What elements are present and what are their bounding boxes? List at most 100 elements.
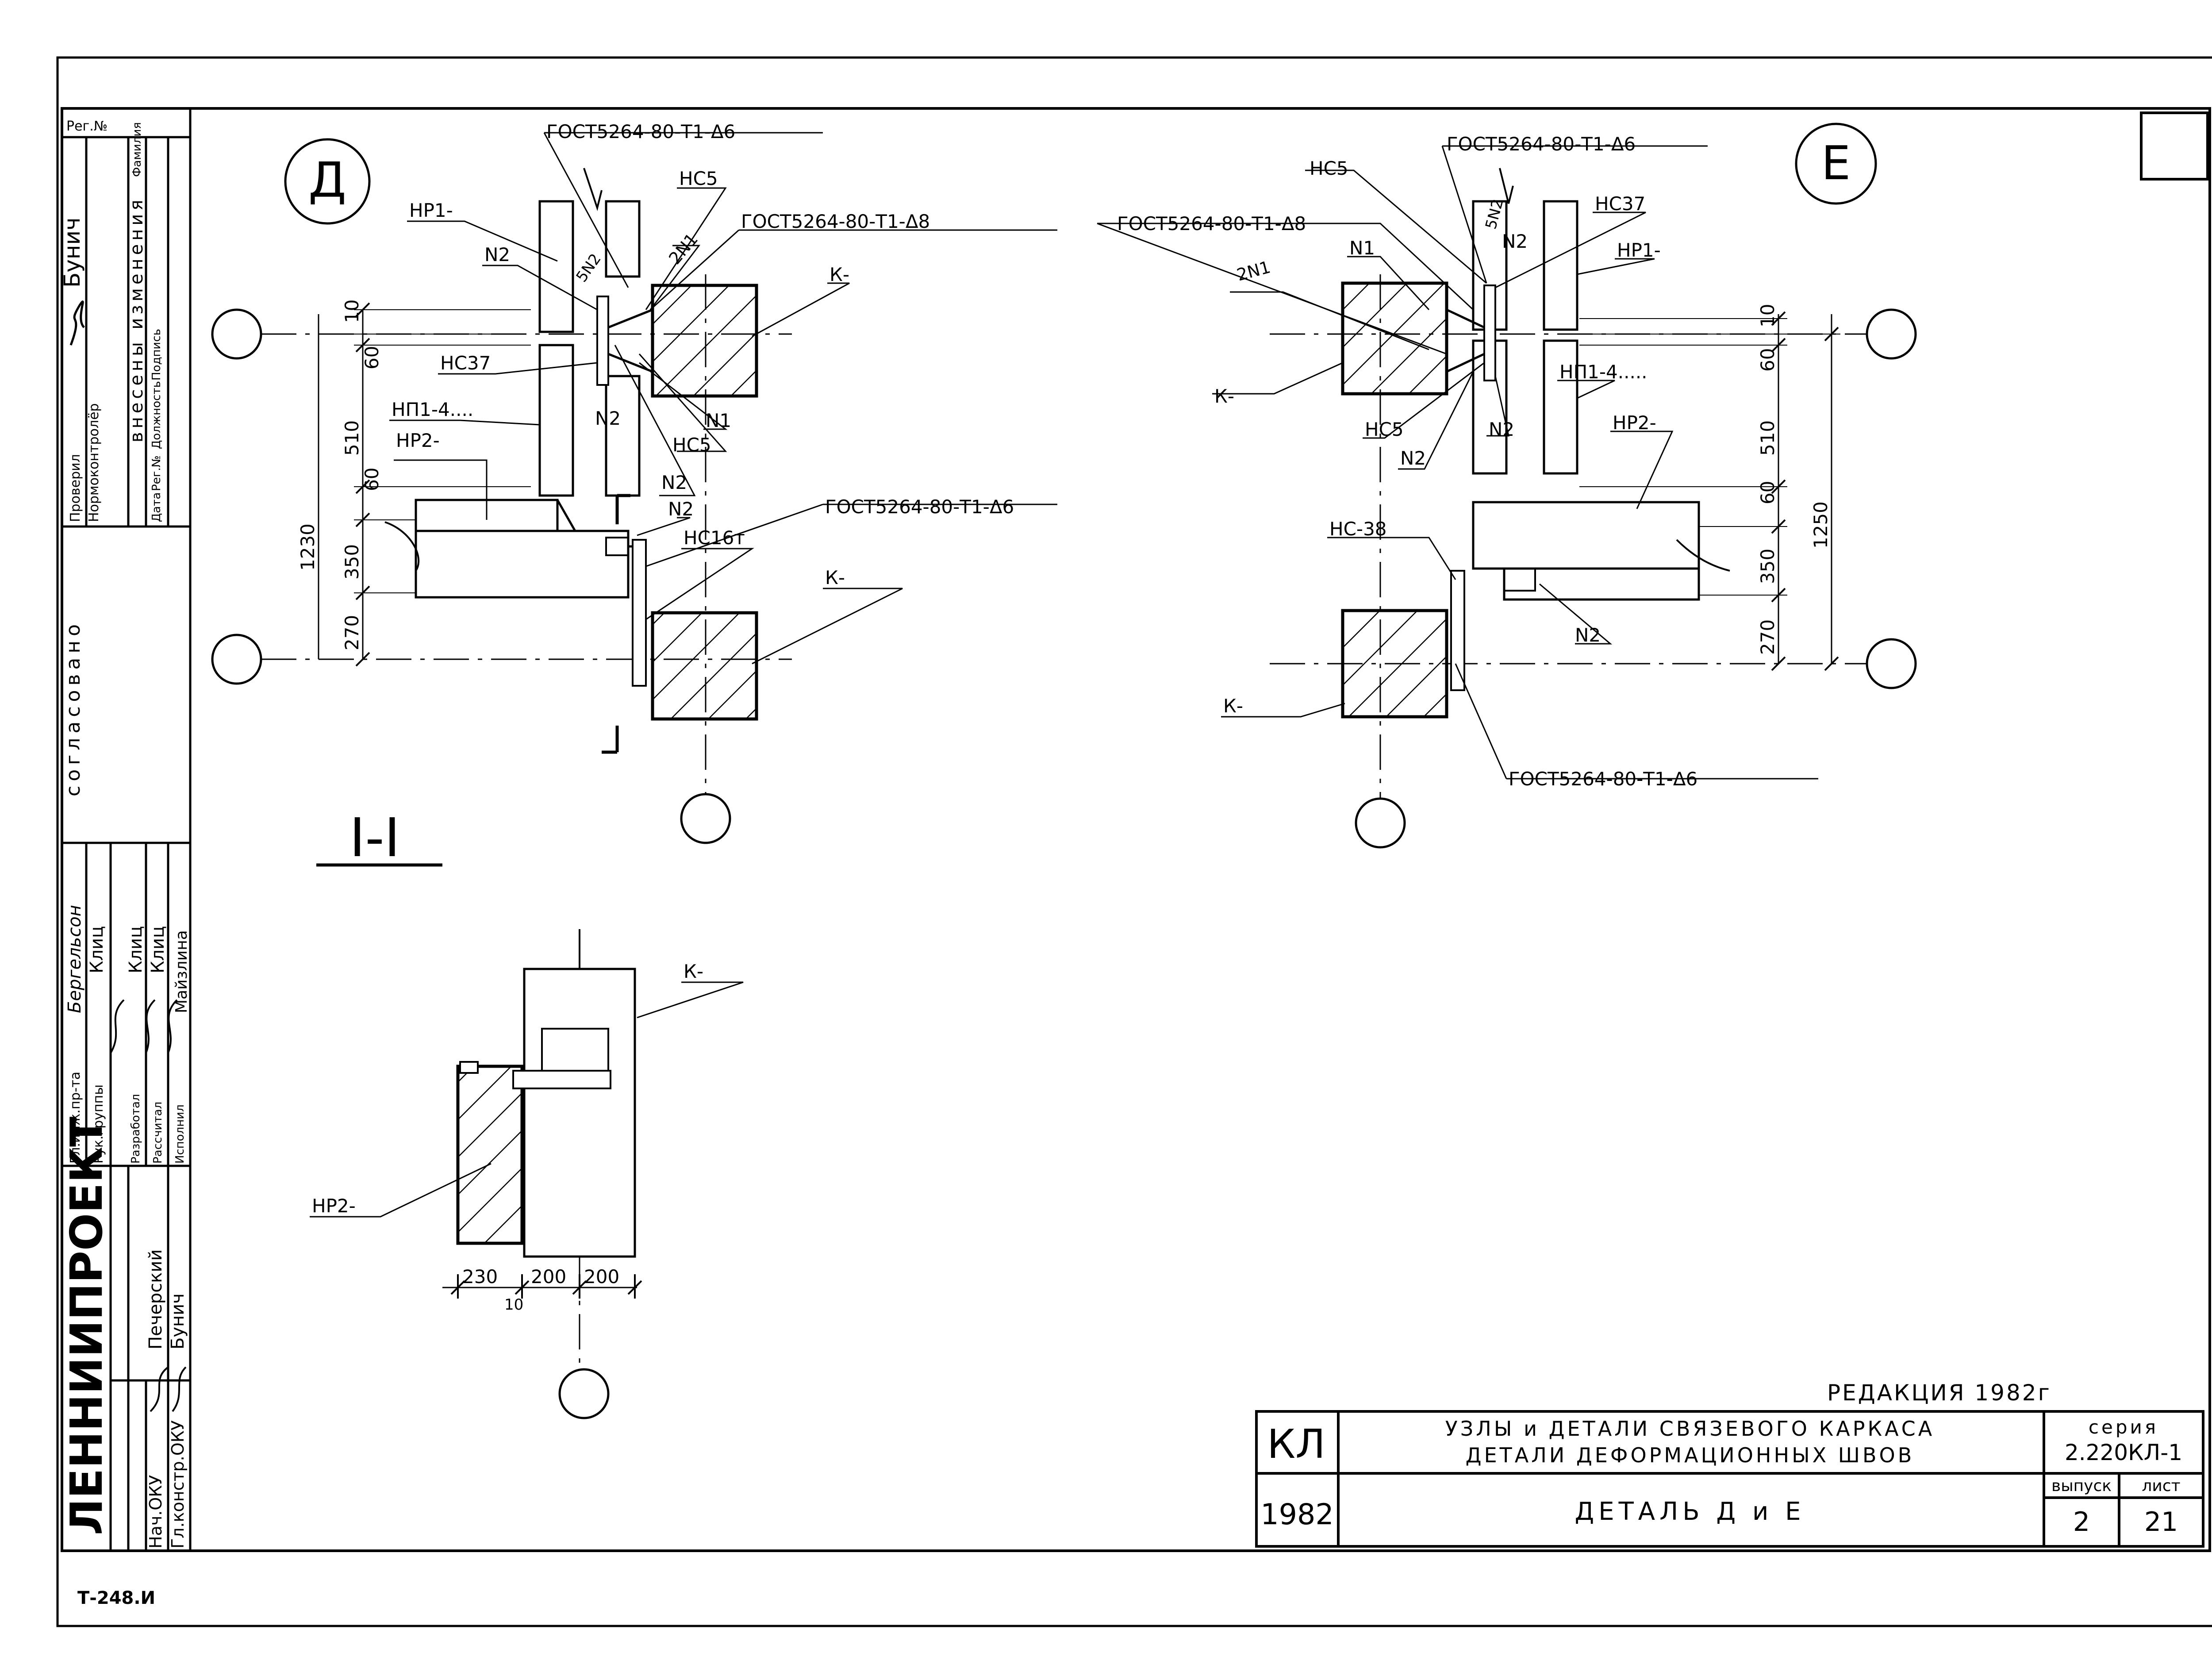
dim-1250: 1250 xyxy=(1810,501,1832,549)
detail-e-marker-circle xyxy=(1795,123,1877,205)
dim-510: 510 xyxy=(341,420,363,456)
issue-label: выпуск xyxy=(2051,1477,2112,1495)
kl: КЛ xyxy=(1267,1421,1325,1468)
label-nc5-bot: НС5 xyxy=(672,434,711,456)
beam-lower xyxy=(415,530,630,599)
label-n2-low: N2 xyxy=(661,472,687,493)
frame-border xyxy=(61,107,2211,1552)
dim-200a: 200 xyxy=(531,1266,566,1288)
beam-lower xyxy=(1503,567,1700,601)
dim-60: 60 xyxy=(361,346,383,369)
detail-e: Е xyxy=(1097,123,1917,849)
surname-label: Фамилия xyxy=(131,122,144,177)
reg-label: Рег.№ xyxy=(66,119,108,134)
dim-350: 350 xyxy=(1757,549,1778,584)
chief-constr-label: Гл.констр.ОКУ xyxy=(168,1420,188,1549)
dim-60b: 60 xyxy=(361,468,383,491)
year: 1982 xyxy=(1260,1498,1333,1531)
dim-510: 510 xyxy=(1757,420,1778,456)
axis-circle xyxy=(1866,308,1917,360)
label-n1: N1 xyxy=(706,410,731,431)
label-2n1: 2N1 xyxy=(1235,257,1273,284)
sheet-value: 21 xyxy=(2144,1507,2178,1537)
outer-border xyxy=(56,56,2212,1627)
normcontrol-label: Нормоконтролёр xyxy=(86,403,102,522)
label-n2-mid: N2 xyxy=(1489,419,1514,440)
column-k-lower xyxy=(1341,609,1448,719)
section-column xyxy=(523,968,636,1258)
label-n1: N1 xyxy=(1349,237,1375,259)
dim-270: 270 xyxy=(1757,619,1778,655)
calculated-label: Рассчитал xyxy=(151,1102,165,1164)
dim-200b: 200 xyxy=(584,1266,619,1288)
sheet-title: ДЕТАЛЬ Д и Е xyxy=(1575,1497,1805,1526)
label-np1: НР1- xyxy=(1617,239,1661,261)
org-name: ЛЕННИИПРОЕКТ xyxy=(61,1117,112,1535)
corner-box xyxy=(2140,111,2209,181)
dim-60b: 60 xyxy=(1757,481,1778,504)
footer-code: Т-248.И xyxy=(77,1588,155,1608)
plate-nc37 xyxy=(596,296,609,386)
changes-label: внесены изменения xyxy=(127,196,147,442)
label-np2: НР2- xyxy=(396,430,440,451)
date-label: Дата xyxy=(150,492,163,522)
detail-e-marker: Е xyxy=(1821,136,1851,190)
column-k-lower xyxy=(651,611,758,721)
label-nc5-bot: НС5 xyxy=(1365,419,1404,440)
label-nc16: НС16т xyxy=(684,527,745,549)
panel-np1-upper xyxy=(538,200,574,333)
signature-label: Подпись xyxy=(150,329,163,381)
group-head-label: Рук.группы xyxy=(91,1084,106,1164)
calculated-name: Клиц xyxy=(148,926,168,973)
label-k-upper: К- xyxy=(830,264,849,285)
label-n2-low: N2 xyxy=(1400,447,1426,469)
label-n2-top: N2 xyxy=(1502,231,1528,252)
agreed-label: согласовано xyxy=(62,620,84,796)
bottom-signatures xyxy=(150,1366,187,1412)
developed-name: Клиц xyxy=(126,926,146,973)
section-label-k: К- xyxy=(684,961,703,982)
detail-d-marker-circle xyxy=(284,138,371,225)
axis-circle xyxy=(211,308,262,360)
dim-10: 10 xyxy=(504,1296,523,1314)
plate-nc16 xyxy=(632,539,647,687)
dim-270: 270 xyxy=(341,615,363,650)
label-k-lower: К- xyxy=(1223,695,1243,717)
group-head-name: Клиц xyxy=(87,926,107,973)
axis-circle xyxy=(1866,638,1917,689)
position-label: Должность xyxy=(150,381,163,449)
label-k-lower: К- xyxy=(825,567,845,588)
checked-label: Проверил xyxy=(68,454,83,522)
label-nc5-top: НС5 xyxy=(679,168,718,189)
label-n2-beam: N2 xyxy=(668,498,694,520)
label-nc37: НС37 xyxy=(1595,193,1645,215)
chief-eng-label: Гл.инж.пр-та xyxy=(68,1072,83,1164)
detail-d-marker: Д xyxy=(308,152,346,208)
series-label: серия xyxy=(2089,1416,2158,1438)
title-line2: ДЕТАЛИ ДЕФОРМАЦИОННЫХ ШВОВ xyxy=(1466,1443,1915,1467)
sheet-label: лист xyxy=(2142,1477,2180,1495)
chief-constr-name: Бунич xyxy=(168,1293,188,1349)
label-n2: N2 xyxy=(484,244,510,265)
gost-top: ГОСТ5264-80-Т1-Δ6 xyxy=(546,121,735,142)
chief-eng-name: Бергельсон xyxy=(65,905,85,1013)
label-nc5-top: НС5 xyxy=(1310,158,1348,179)
issue-value: 2 xyxy=(2073,1507,2090,1537)
label-np14: НП1-4..... xyxy=(1559,361,1647,383)
gost-mid: ГОСТ5264-80-Т1-Δ8 xyxy=(741,211,930,232)
panel-np14 xyxy=(538,344,574,497)
gost-bot: ГОСТ5264-80-Т1-Δ6 xyxy=(825,496,1014,518)
panel-np1-upper-right xyxy=(605,200,641,278)
section-title: I-I xyxy=(349,807,400,869)
stamp-signatures xyxy=(110,999,178,1054)
axis-circle xyxy=(211,634,262,685)
series-value: 2.220КЛ-1 xyxy=(2065,1440,2182,1465)
side-stamp xyxy=(62,108,192,1551)
detail-d: Д xyxy=(211,121,1057,844)
plate-nc38 xyxy=(1450,570,1465,691)
section-1-1: I-I 230 200 200 10 К- НР2- xyxy=(310,807,744,1419)
label-np1: НР1- xyxy=(409,200,453,221)
label-np14: НП1-4.... xyxy=(392,399,473,420)
dim-10: 10 xyxy=(341,300,363,323)
